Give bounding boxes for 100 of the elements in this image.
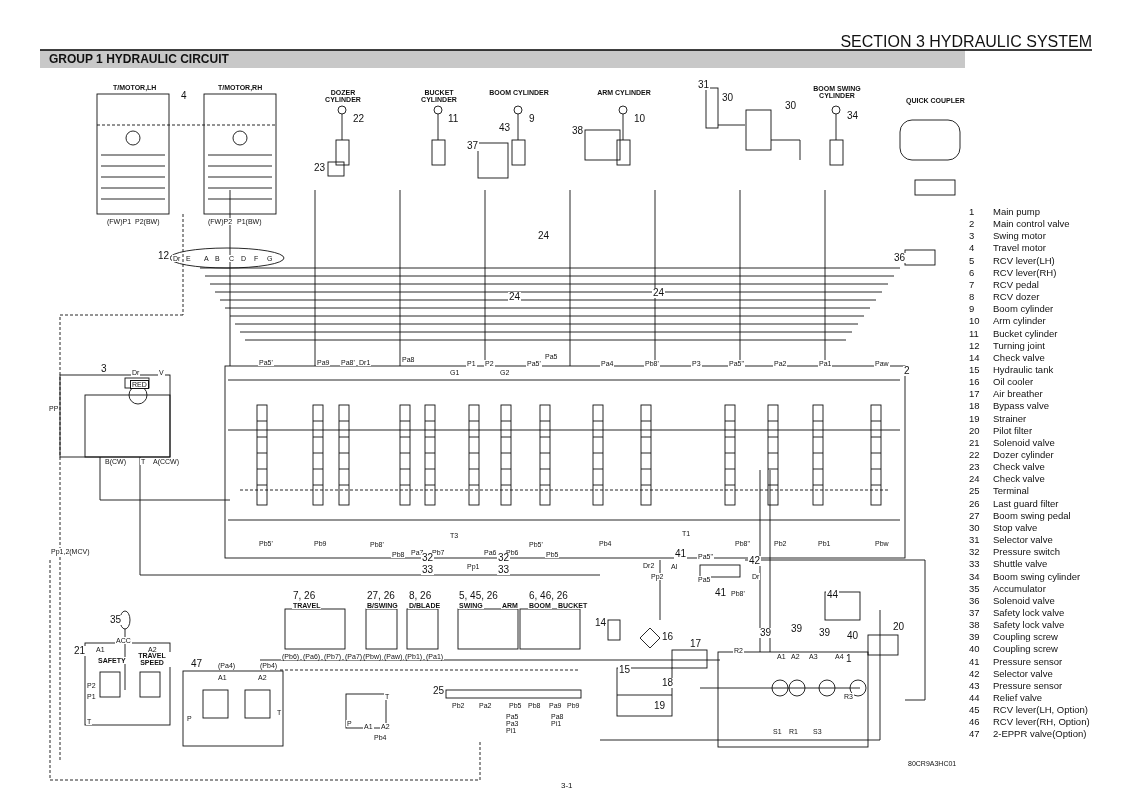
page-title: SECTION 3 HYDRAULIC SYSTEM <box>840 33 1092 51</box>
part-name: Coupling screw <box>992 632 1059 642</box>
part-number: 39 <box>968 632 981 642</box>
part-name: Bypass valve <box>992 401 1050 411</box>
part-number: 19 <box>968 413 981 424</box>
part-number: 4 <box>968 243 976 253</box>
part-name: Safety lock valve <box>992 607 1066 618</box>
callout-number: 2 <box>903 366 911 376</box>
callout-number: 4 <box>180 91 188 101</box>
part-name: Dozer cylinder <box>992 450 1055 460</box>
part-name: RCV dozer <box>992 292 1041 302</box>
callout-number: 30 <box>721 93 735 103</box>
callout-number: 42 <box>748 556 762 566</box>
part-number: 46 <box>968 717 981 727</box>
part-name: Boom swing cylinder <box>992 571 1082 581</box>
part-number: 14 <box>968 352 981 363</box>
part-number: 5 <box>968 255 976 266</box>
part-number: 40 <box>968 644 981 654</box>
part-number: 3 <box>968 231 976 241</box>
callout-number: 10 <box>633 114 647 124</box>
part-number: 10 <box>968 316 981 326</box>
part-name: Shuttle valve <box>992 559 1049 569</box>
part-name: Arm cylinder <box>992 316 1047 326</box>
part-name: Boom swing pedal <box>992 510 1072 521</box>
part-number: 24 <box>968 474 981 484</box>
part-number: 6 <box>968 267 976 278</box>
callout-number: 37 <box>466 141 480 151</box>
part-name: Strainer <box>992 413 1028 424</box>
part-number: 43 <box>968 680 981 691</box>
callout-number: 14 <box>594 618 608 628</box>
part-number: 36 <box>968 595 981 606</box>
callout-number: 41 <box>714 588 728 598</box>
part-name: Main control valve <box>992 219 1071 229</box>
callout-number: 9 <box>528 114 536 124</box>
part-number: 37 <box>968 607 981 618</box>
callout-number: 17 <box>689 639 703 649</box>
part-name: Coupling screw <box>992 644 1059 654</box>
callout-number: 32 <box>497 553 511 563</box>
section-heading: GROUP 1 HYDRAULIC CIRCUIT <box>48 53 230 65</box>
part-number: 44 <box>968 693 981 703</box>
part-name: Oil cooler <box>992 377 1035 387</box>
callout-number: 41 <box>674 549 688 559</box>
part-number: 25 <box>968 486 981 496</box>
part-name: Last guard filter <box>992 498 1060 509</box>
part-number: 34 <box>968 571 981 581</box>
callout-number: 23 <box>313 163 327 173</box>
part-number: 23 <box>968 462 981 472</box>
part-number: 18 <box>968 401 981 411</box>
part-name: RCV lever(LH, Option) <box>992 705 1090 715</box>
callout-number: 22 <box>352 114 366 124</box>
callout-number: 33 <box>421 565 435 575</box>
part-name: Bucket cylinder <box>992 328 1059 338</box>
callout-number: 15 <box>618 665 632 675</box>
part-name: Pressure switch <box>992 547 1062 557</box>
part-name: Relief valve <box>992 693 1044 703</box>
callout-number: 24 <box>652 288 666 298</box>
part-name: Air breather <box>992 389 1044 399</box>
callout-number: 3 <box>100 364 108 374</box>
part-name: Stop valve <box>992 522 1039 533</box>
part-name: Main pump <box>992 207 1041 217</box>
callout-number: 40 <box>846 631 860 641</box>
part-number: 2 <box>968 219 976 229</box>
callout-number: 31 <box>697 80 711 90</box>
callout-number: 6, 46, 26 <box>528 591 569 601</box>
part-number: 15 <box>968 364 981 375</box>
part-name: 2-EPPR valve(Option) <box>992 729 1088 739</box>
callout-number: 27, 26 <box>366 591 396 601</box>
callout-number: 20 <box>892 622 906 632</box>
part-number: 22 <box>968 450 981 460</box>
part-name: Hydraulic tank <box>992 364 1055 375</box>
part-name: Check valve <box>992 462 1046 472</box>
part-name: Swing motor <box>992 231 1047 241</box>
callout-number: 43 <box>498 123 512 133</box>
callout-number: 19 <box>653 701 667 711</box>
part-name: Selector valve <box>992 535 1054 545</box>
callout-number: 18 <box>661 678 675 688</box>
callout-number: 47 <box>190 659 204 669</box>
part-number: 11 <box>968 328 980 338</box>
callout-number: 25 <box>432 686 446 696</box>
part-number: 20 <box>968 425 981 436</box>
part-number: 17 <box>968 389 981 399</box>
part-number: 9 <box>968 304 976 314</box>
callout-number: 39 <box>818 628 832 638</box>
callout-number: 8, 26 <box>408 591 433 601</box>
part-name: Boom cylinder <box>992 304 1055 314</box>
port-label: 3-1 <box>560 782 574 790</box>
part-number: 16 <box>968 377 981 387</box>
part-number: 32 <box>968 547 981 557</box>
part-number: 41 <box>968 656 981 667</box>
callout-number: 24 <box>537 231 551 241</box>
callout-number: 11 <box>447 114 460 124</box>
part-number: 26 <box>968 498 981 509</box>
part-number: 42 <box>968 668 981 679</box>
part-number: 7 <box>968 279 976 290</box>
part-name: RCV lever(RH) <box>992 267 1058 278</box>
part-number: 47 <box>968 729 981 739</box>
callout-number: 38 <box>571 126 585 136</box>
part-name: Safety lock valve <box>992 620 1066 630</box>
callout-number: 44 <box>826 590 840 600</box>
callout-number: 39 <box>790 624 804 634</box>
